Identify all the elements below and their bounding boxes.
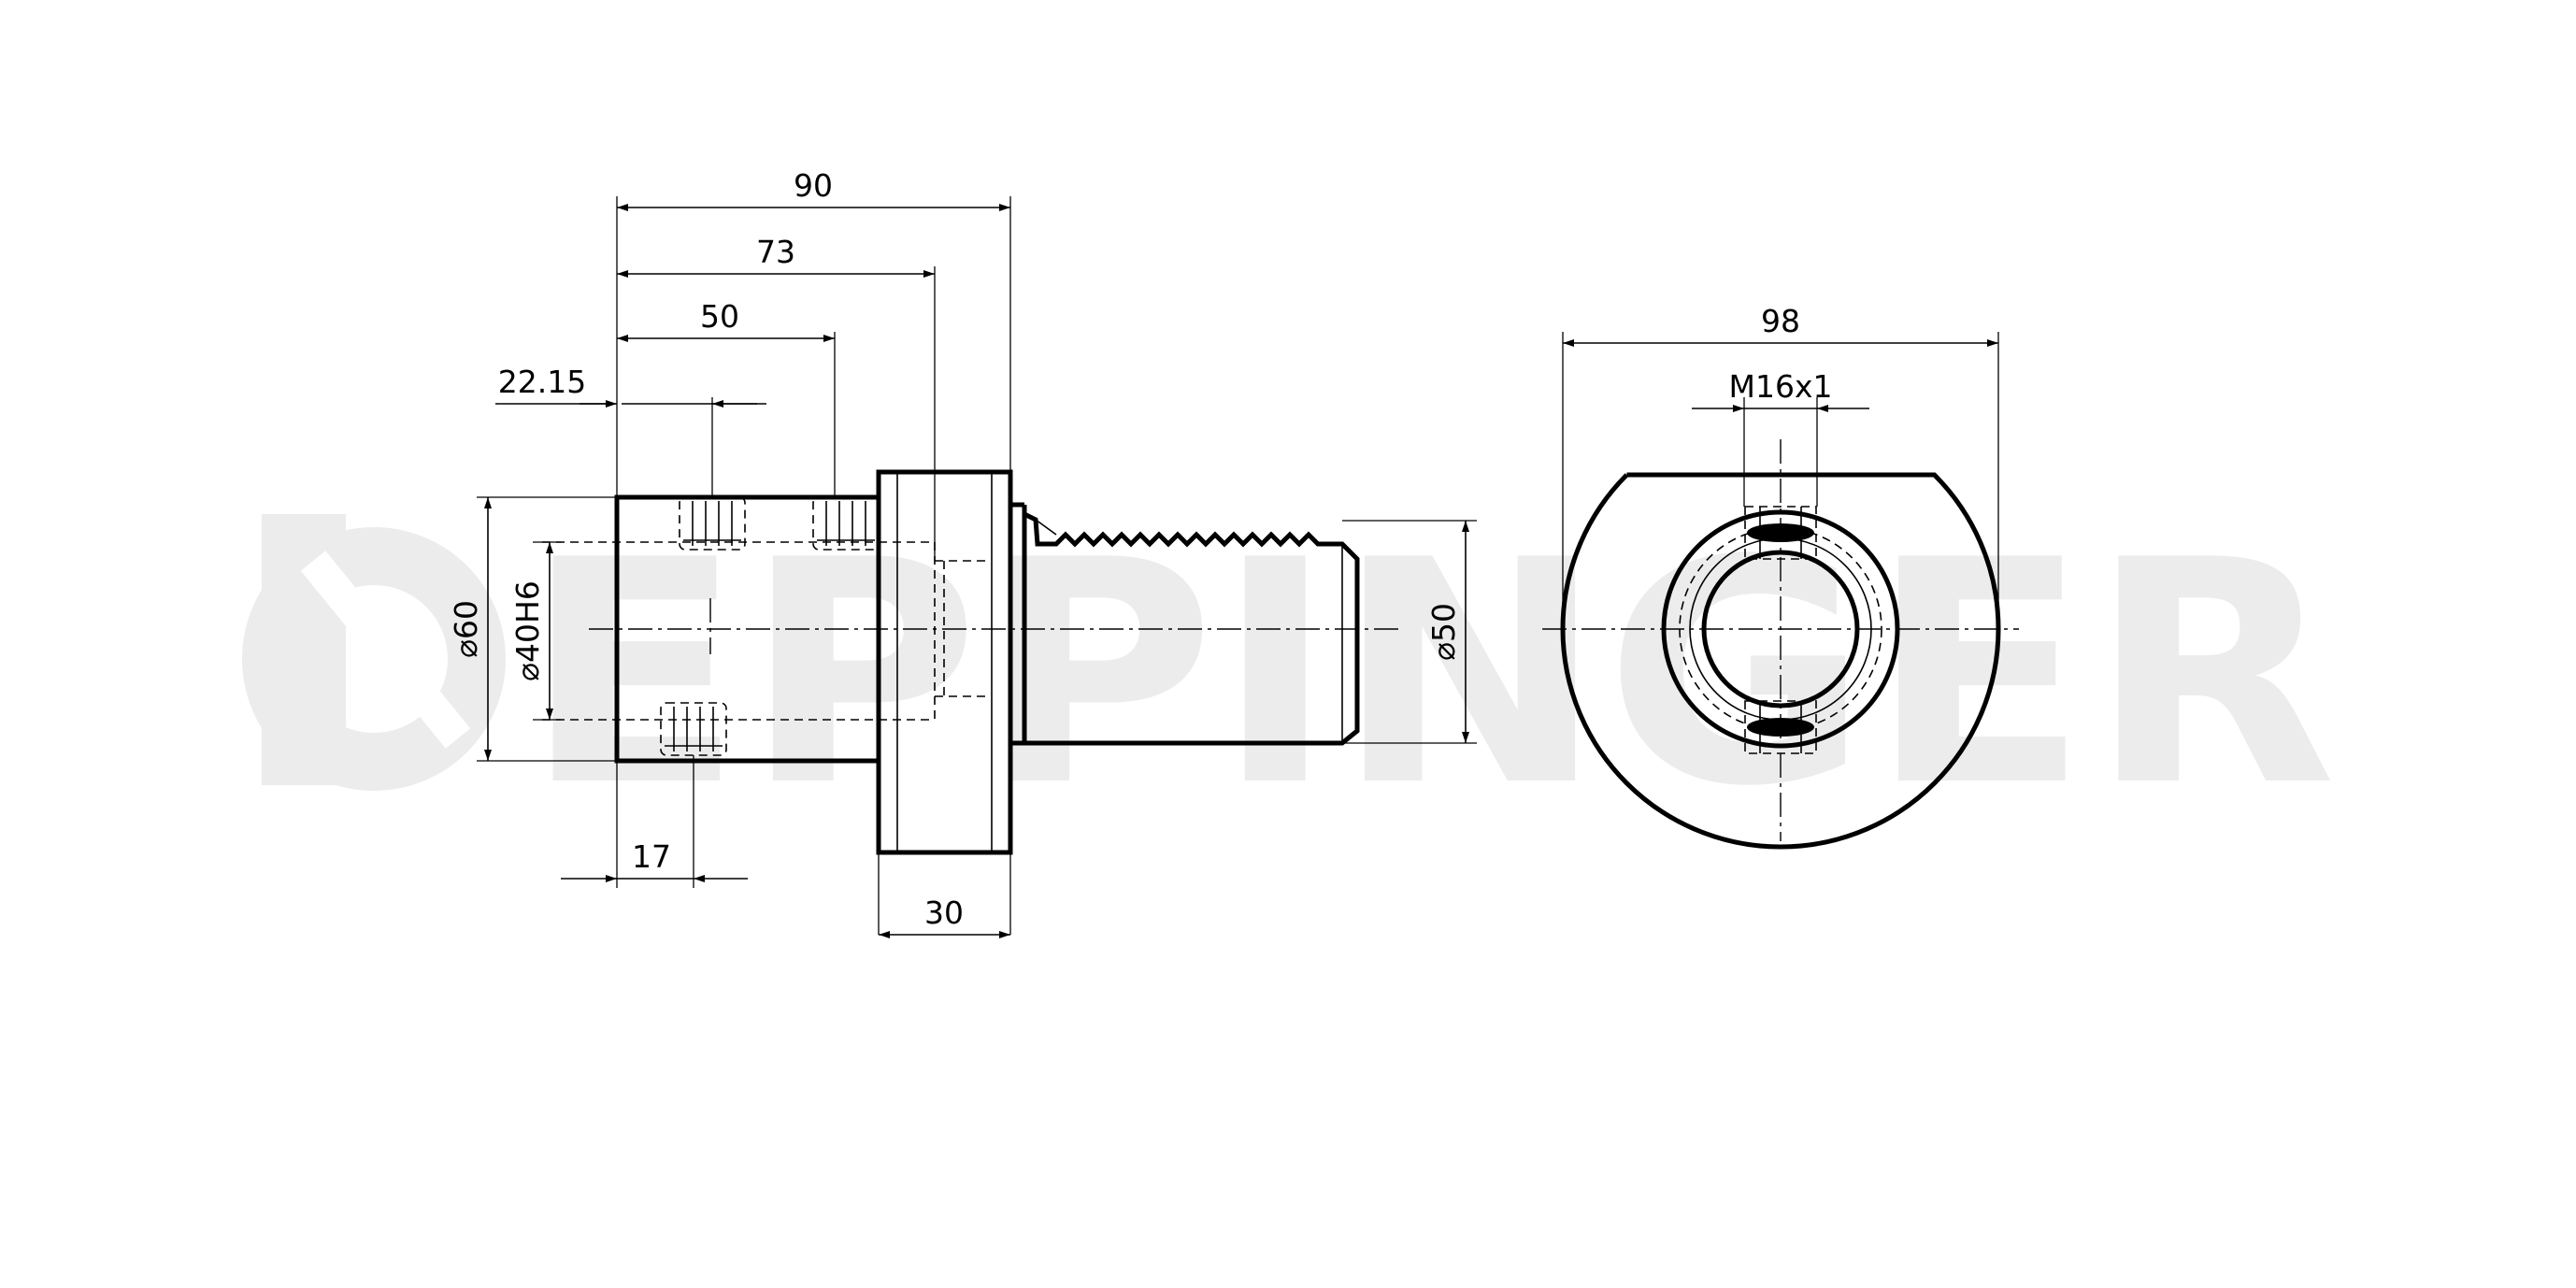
- set-screw-top-1: [679, 496, 746, 551]
- dim-label-50: 50: [700, 298, 739, 335]
- dim-label-d40h6: ⌀40H6: [509, 580, 546, 681]
- dim-label-d60: ⌀60: [448, 600, 484, 658]
- front-view: 90 73 50 22.15 ⌀60 ⌀40H6 ⌀50 17 30: [448, 167, 1477, 938]
- shank-outline: [1023, 511, 1360, 746]
- dim-label-30: 30: [924, 894, 964, 931]
- set-screw-bottom: [660, 702, 727, 756]
- eppinger-logo-icon: [242, 514, 506, 791]
- bore-hidden-lines: [542, 541, 991, 721]
- dim-label-22-15: 22.15: [498, 364, 586, 400]
- watermark-text: EPPINGER: [523, 494, 2337, 853]
- front-dimensions: 90 73 50 22.15 ⌀60 ⌀40H6 ⌀50 17 30: [448, 167, 1477, 938]
- set-screw-top-2: [812, 496, 880, 551]
- dim-label-17: 17: [632, 838, 671, 875]
- dim-label-90: 90: [794, 167, 833, 204]
- dim-label-m16x1: M16x1: [1729, 368, 1833, 405]
- dim-label-73: 73: [756, 234, 795, 270]
- serrated-shank: [1023, 511, 1360, 746]
- dim-label-d50: ⌀50: [1425, 603, 1462, 661]
- watermark: EPPINGER: [242, 494, 2337, 853]
- dim-label-98: 98: [1761, 303, 1800, 339]
